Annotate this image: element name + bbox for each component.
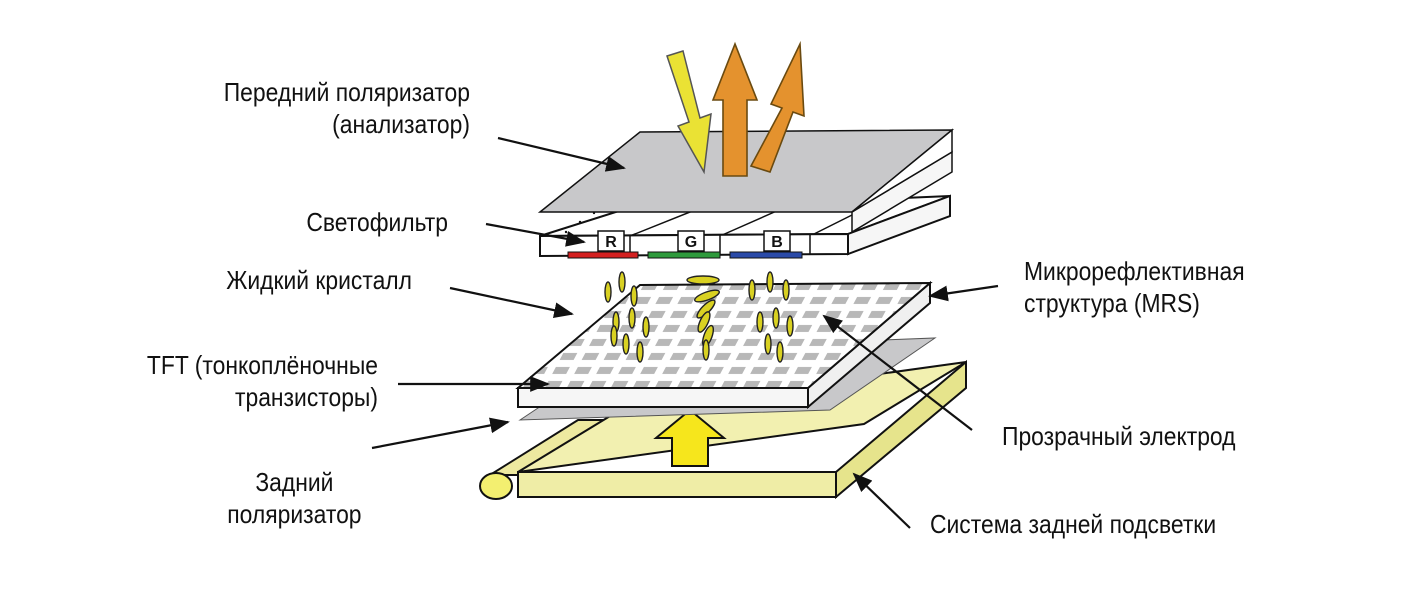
leader-mrs: [928, 284, 999, 302]
output-light-arrows: [666, 40, 805, 177]
filter-chip-b: B: [763, 230, 791, 252]
leader-front-polarizer: [497, 136, 626, 172]
red-filter-strip: [567, 251, 639, 259]
leader-rear-polarizer: [371, 417, 510, 450]
label-tft-line2: транзисторы): [234, 382, 378, 412]
backlight-light-arrow: [653, 408, 727, 467]
filter-chip-r: R: [597, 230, 625, 252]
filter-chip-r-label: R: [605, 234, 617, 251]
label-mrs-line1: Микрорефлективная: [1024, 256, 1245, 286]
label-liquid-crystal: Жидкий кристалл: [146, 264, 412, 296]
outgoing-orange-arrow-vertical: [711, 41, 759, 177]
label-liquid-crystal-text: Жидкий кристалл: [226, 265, 412, 295]
label-rear-polarizer-line1: Задний: [255, 467, 334, 497]
leader-backlight-system: [852, 472, 911, 529]
backlight-front: [517, 471, 837, 498]
blue-filter-strip: [729, 251, 803, 259]
mrs-grid: [515, 281, 933, 389]
backlight-side: [835, 359, 967, 500]
label-transparent-electrode: Прозрачный электрод: [1002, 420, 1336, 452]
label-color-filter-text: Светофильтр: [306, 207, 448, 237]
label-transparent-electrode-text: Прозрачный электрод: [1002, 421, 1236, 451]
outgoing-orange-arrow-diagonal: [749, 40, 805, 173]
label-tft: TFT (тонкоплёночные транзисторы): [81, 349, 378, 413]
green-filter-strip: [647, 251, 721, 259]
label-backlight-system: Система задней подсветки: [930, 508, 1300, 540]
label-front-polarizer-line2: (анализатор): [332, 109, 470, 139]
incoming-yellow-arrow: [666, 50, 712, 175]
label-backlight-system-text: Система задней подсветки: [930, 509, 1217, 539]
label-color-filter: Светофильтр: [186, 206, 448, 238]
leader-color-filter: [485, 222, 586, 247]
filter-chip-g: G: [677, 230, 705, 252]
leader-liquid-crystal: [449, 286, 574, 319]
label-mrs: Микрорефлективная структура (MRS): [1024, 255, 1341, 319]
liquid-crystal-molecules: [604, 271, 794, 363]
filter-chip-b-label: B: [771, 234, 783, 251]
filter-chip-g-label: G: [685, 234, 697, 251]
label-front-polarizer-line1: Передний поляризатор: [223, 77, 470, 107]
tft-panel: [515, 280, 933, 410]
label-front-polarizer: Передний поляризатор (анализатор): [109, 76, 470, 140]
label-rear-polarizer-line2: поляризатор: [227, 499, 362, 529]
label-rear-polarizer: Задний поляризатор: [189, 466, 400, 530]
leader-transparent-electrode: [822, 314, 973, 431]
label-tft-line1: TFT (тонкоплёночные: [146, 350, 378, 380]
leader-lines: [371, 136, 999, 529]
label-mrs-line2: структура (MRS): [1024, 288, 1200, 318]
